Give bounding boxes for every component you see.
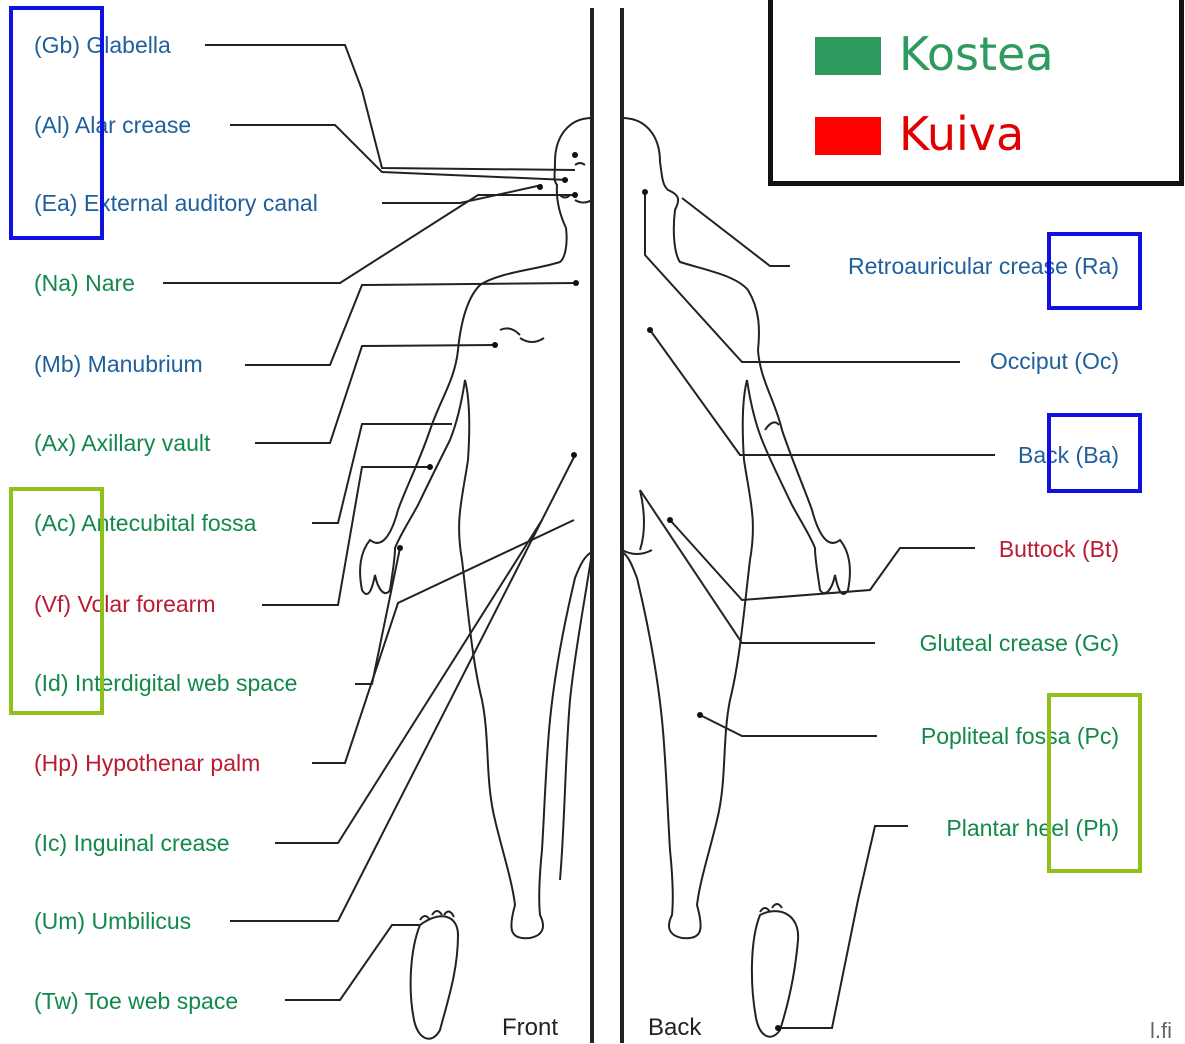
front-inner-leg [560, 552, 592, 880]
legend-label-kostea: Kostea [899, 29, 1054, 79]
legend: Kostea Kuiva [768, 0, 1184, 186]
label-occiput: Occiput (Oc) [990, 347, 1119, 375]
label-buttock: Buttock (Bt) [999, 535, 1119, 563]
back-elbow [765, 422, 779, 430]
highlight-box-head-left [9, 6, 104, 240]
label-umbilicus: (Um) Umbilicus [34, 907, 191, 935]
label-inguinal-crease: (Ic) Inguinal crease [34, 829, 230, 857]
label-gluteal-crease: Gluteal crease (Gc) [920, 629, 1119, 657]
highlight-box-ra [1047, 232, 1142, 310]
highlight-box-ba [1047, 413, 1142, 493]
footer-text: l.fi [1150, 1018, 1172, 1044]
highlight-box-leg-right [1047, 693, 1142, 873]
label-nare: (Na) Nare [34, 269, 135, 297]
caption-back: Back [648, 1014, 701, 1042]
highlight-box-arm-left [9, 487, 104, 715]
back-body-outline [622, 118, 850, 938]
legend-swatch-kuiva [815, 117, 881, 155]
front-chest [500, 328, 544, 342]
caption-front: Front [502, 1014, 558, 1042]
label-axillary-vault: (Ax) Axillary vault [34, 429, 210, 457]
legend-label-kuiva: Kuiva [899, 109, 1024, 159]
front-foot [411, 916, 458, 1038]
legend-swatch-kostea [815, 37, 881, 75]
back-foot [752, 911, 798, 1037]
label-hypothenar-palm: (Hp) Hypothenar palm [34, 749, 260, 777]
label-manubrium: (Mb) Manubrium [34, 350, 203, 378]
label-toe-web-space: (Tw) Toe web space [34, 987, 238, 1015]
